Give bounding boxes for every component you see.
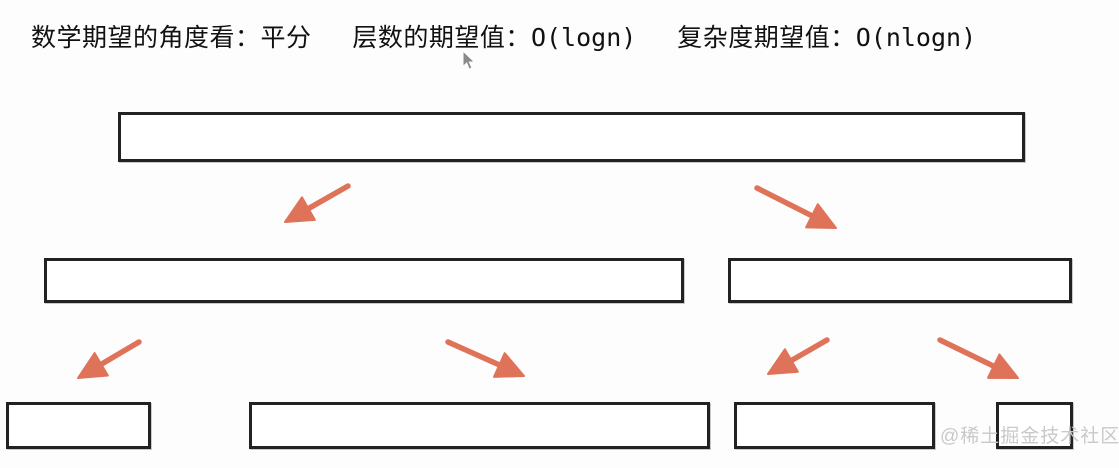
arrow-l2-to-l3-c	[742, 314, 853, 400]
caption-label-depth: 层数的期望值：	[352, 24, 531, 52]
box-level3-b	[249, 402, 710, 449]
box-level1-full	[118, 112, 1025, 162]
arrow-l2-to-l3-a	[52, 316, 165, 404]
box-level3-c	[734, 402, 935, 449]
watermark: @稀土掘金技术社区	[940, 426, 1119, 447]
arrow-l2-to-l3-b	[422, 316, 550, 402]
caption-value-complexity: O(nlogn)	[855, 23, 977, 52]
box-level3-a	[6, 402, 151, 449]
box-level3-d	[996, 402, 1073, 449]
arrow-l2-to-l3-d	[914, 314, 1044, 404]
mouse-cursor	[462, 49, 478, 77]
caption-label-complexity: 复杂度期望值：	[677, 24, 856, 52]
caption-value-depth: O(logn)	[530, 23, 637, 52]
arrow-l1-to-l2-right	[731, 162, 862, 254]
box-level2-right	[728, 258, 1072, 303]
caption-segment-average: 数学期望的角度看：平分	[31, 24, 312, 52]
box-level2-left	[44, 258, 684, 303]
page-title: 数学期望的角度看：平分 层数的期望值：O(logn) 复杂度期望值：O(nlog…	[31, 21, 976, 55]
arrow-l1-to-l2-left	[259, 160, 374, 248]
